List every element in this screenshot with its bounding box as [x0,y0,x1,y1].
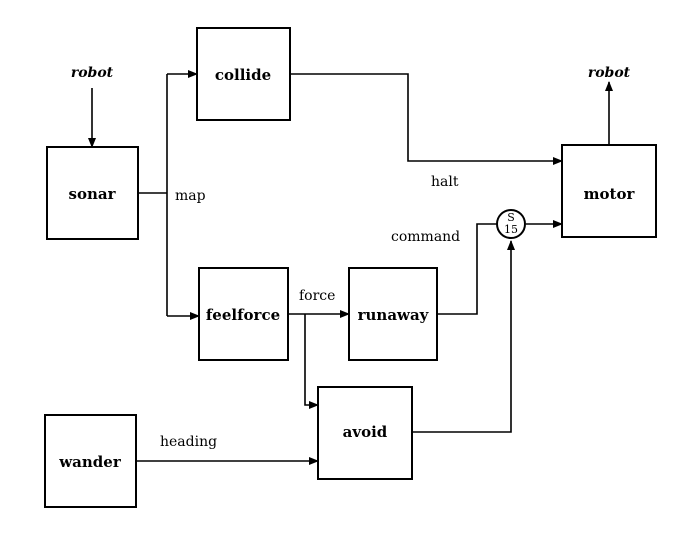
node-runaway: runaway [348,267,438,361]
force-label: force [299,288,335,304]
node-wander-label: wander [58,453,122,471]
node-runaway-label: runaway [358,306,430,324]
map-label: map [175,188,206,204]
command-label: command [391,229,460,245]
connections [88,70,613,465]
suppressor-value: 15 [504,223,518,236]
node-avoid: avoid [317,386,413,480]
avoid-to-suppressor-arrow [412,240,515,433]
robot-input-label: robot [71,65,114,81]
suppressor-node: S 15 [496,209,526,239]
heading-label: heading [160,434,217,450]
node-feelforce: feelforce [198,267,289,361]
halt-label: halt [431,174,459,190]
force-to-avoid-arrow [304,314,319,409]
node-motor-label: motor [584,185,636,203]
node-motor: motor [561,144,657,238]
suppressor-circle [496,209,526,239]
node-wander: wander [44,414,137,508]
collide-to-motor-halt-arrow [290,73,563,165]
node-collide-label: collide [215,66,271,84]
suppressor-symbol: S [507,211,515,224]
robot-output-label: robot [588,65,631,81]
node-feelforce-label: feelforce [206,306,280,324]
node-collide: collide [196,27,291,121]
node-sonar: sonar [46,146,139,240]
node-avoid-label: avoid [343,423,388,441]
node-sonar-label: sonar [69,185,117,203]
runaway-to-suppressor-line [437,223,497,315]
